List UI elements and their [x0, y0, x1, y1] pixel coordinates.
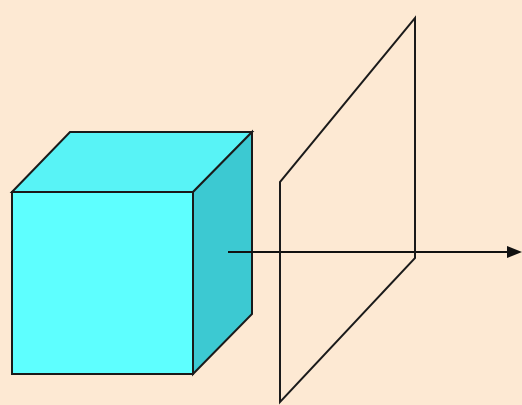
cube — [12, 132, 252, 374]
cube-front-face — [12, 192, 193, 374]
